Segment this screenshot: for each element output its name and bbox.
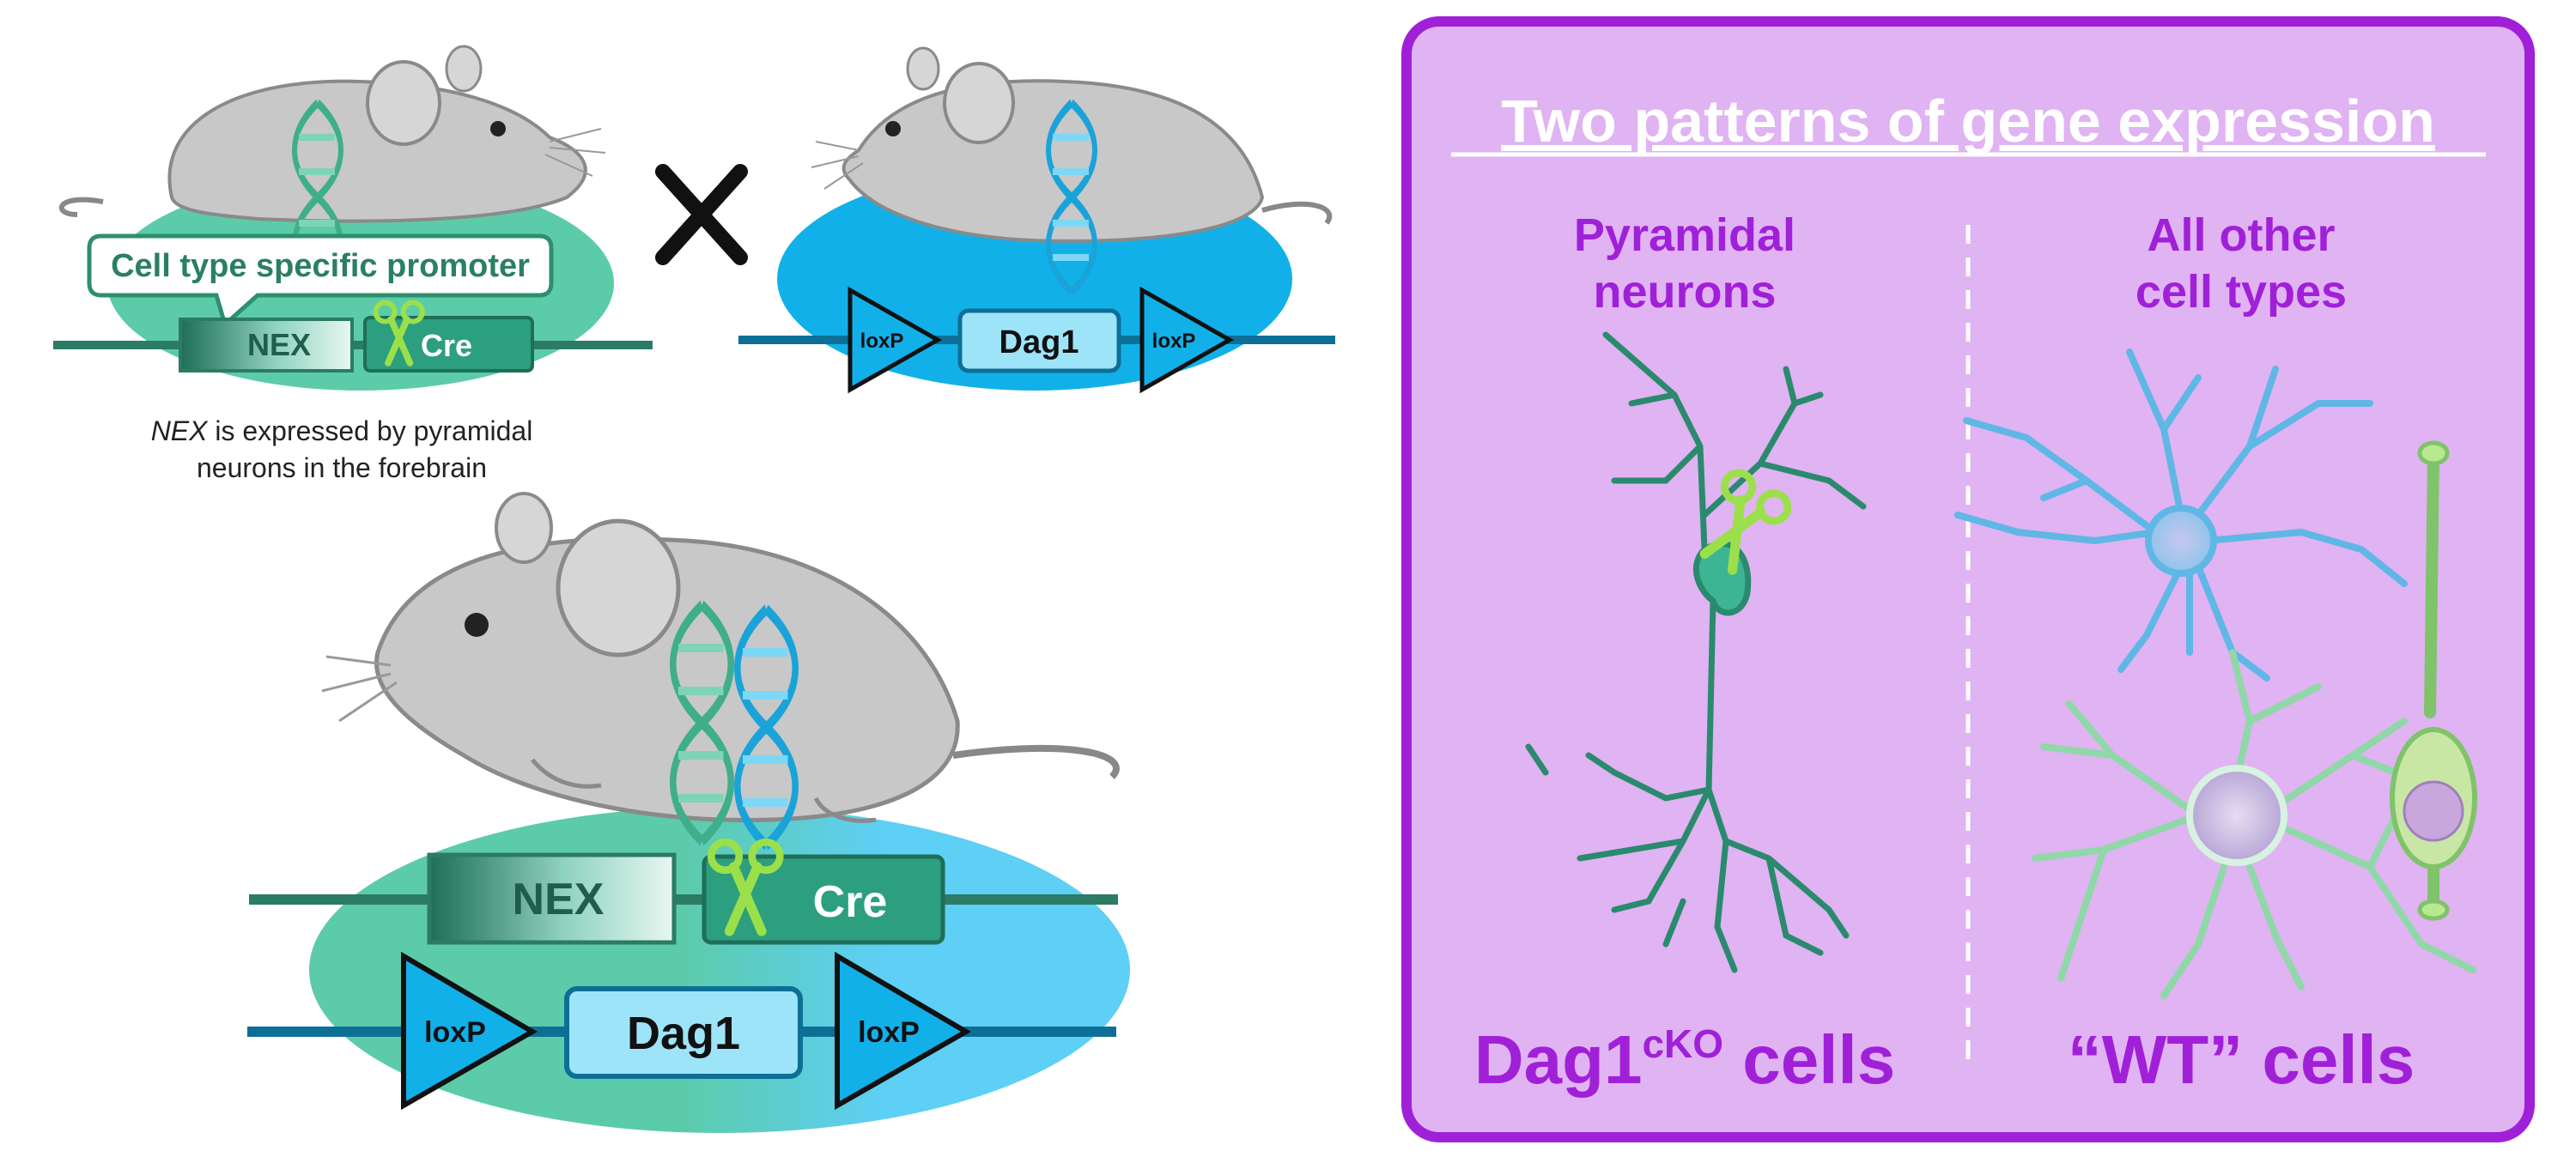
dag1-box (957, 308, 1121, 373)
scissors-icon (1699, 469, 1792, 575)
mouse-icon (58, 45, 606, 223)
nex-note-line2: neurons in the forebrain (197, 452, 487, 483)
dag1-label: Dag1 (627, 1008, 740, 1059)
loxp-left-label: loxP (860, 330, 904, 353)
left-heading-line1: Pyramidal (1574, 209, 1795, 261)
left-caption: Dag1cKO cells (1474, 1021, 1895, 1098)
right-heading-line2: cell types (2136, 266, 2347, 318)
dag1-label: Dag1 (999, 324, 1079, 360)
nex-label: NEX (513, 875, 605, 924)
loxp-left-triangle (401, 951, 538, 1111)
cre-box (702, 854, 945, 945)
panel-box (1401, 16, 2535, 1142)
right-caption: “WT” cells (2068, 1021, 2415, 1098)
panel-title: Two patterns of gene expression (1501, 88, 2435, 154)
loxp-right-label: loxP (858, 1016, 920, 1049)
offspring: NEX Cre loxP Dag1 loxP (247, 492, 1130, 1133)
scissors-icon (707, 838, 784, 936)
dna-icon (670, 600, 734, 846)
loxp-left-triangle (848, 286, 943, 394)
promoter-callout-text: Cell type specific promoter (111, 248, 530, 284)
loxp-right-triangle (1139, 286, 1235, 394)
nex-promoter-box (427, 852, 677, 945)
dna-icon (1046, 99, 1097, 296)
nex-note-line1: NEX is expressed by pyramidal (151, 415, 533, 446)
loxp-left-label: loxP (424, 1016, 486, 1049)
parent-right: loxP Dag1 loxP (738, 46, 1335, 394)
cre-label: Cre (813, 877, 888, 927)
nex-promoter-box (179, 318, 354, 373)
loxp-right-label: loxP (1152, 330, 1196, 353)
promoter-callout-box (87, 233, 554, 329)
right-heading-line1: All other (2147, 209, 2335, 261)
pyramidal-neuron-icon (1525, 331, 1867, 973)
expression-panel: Two patterns of gene expression Pyramida… (1401, 16, 2535, 1142)
mouse-icon (811, 46, 1332, 243)
cross-symbol (655, 164, 748, 265)
mouse-icon (321, 492, 1120, 823)
glia-cell-icon (2032, 649, 2476, 999)
dag1-box (564, 986, 803, 1079)
nex-label: NEX (247, 327, 311, 362)
parent-left: Cell type specific promoter NEX Cre NEX … (53, 45, 653, 483)
left-heading-line2: neurons (1593, 266, 1776, 318)
scissors-icon (373, 300, 425, 367)
dna-icon (734, 604, 799, 851)
bipolar-cell-icon (2390, 440, 2477, 921)
cre-label: Cre (421, 328, 472, 363)
loxp-right-triangle (835, 951, 971, 1111)
